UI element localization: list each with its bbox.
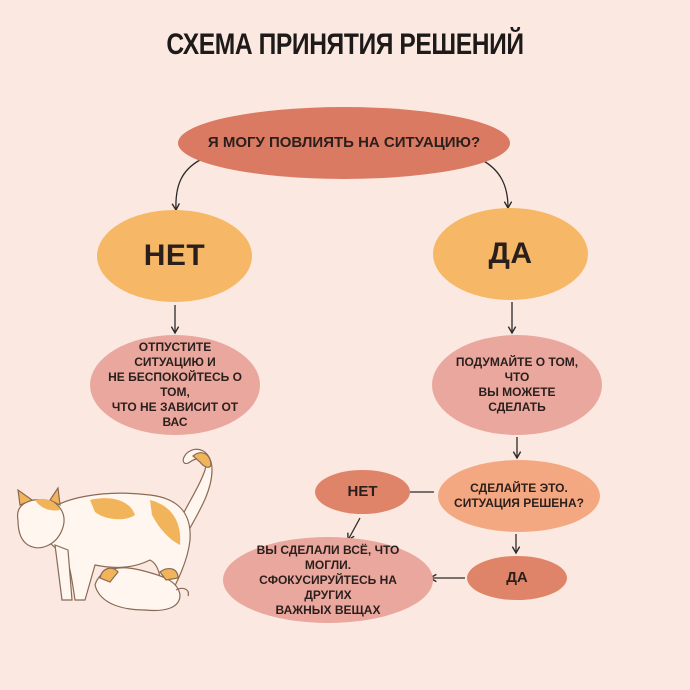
diagram-title: СХЕМА ПРИНЯТИЯ РЕШЕНИЙ [166,28,524,61]
small-no-node: НЕТ [315,470,410,514]
think-line-1: ПОДУМАЙТЕ О ТОМ, ЧТО [455,355,579,384]
question-node: Я МОГУ ПОВЛИЯТЬ НА СИТУАЦИЮ? [178,107,510,179]
let-go-line-1: ОТПУСТИТЕ СИТУАЦИЮ И [134,340,216,369]
final-line-2: СФОКУСИРУЙТЕСЬ НА ДРУГИХ [259,572,397,602]
final-line-1: ВЫ СДЕЛАЛИ ВСЁ, ЧТО МОГЛИ. [256,542,400,572]
small-yes-label: ДА [506,568,528,586]
resolved-question-node: СДЕЛАЙТЕ ЭТО. СИТУАЦИЯ РЕШЕНА? [438,460,600,532]
arrow-question-to-no [171,159,201,212]
answer-no-label: НЕТ [143,239,206,273]
arrow-no-to-final [347,517,361,542]
question-label: Я МОГУ ПОВЛИЯТЬ НА СИТУАЦИЮ? [207,133,481,151]
let-go-node: ОТПУСТИТЕ СИТУАЦИЮ И НЕ БЕСПОКОЙТЕСЬ О Т… [90,335,260,435]
small-no-label: НЕТ [347,482,378,500]
answer-yes-node: ДА [433,208,588,300]
think-node: ПОДУМАЙТЕ О ТОМ, ЧТО ВЫ МОЖЕТЕ СДЕЛАТЬ [432,335,602,435]
answer-no-node: НЕТ [97,210,252,302]
resolved-line-2: СИТУАЦИЯ РЕШЕНА? [454,496,584,510]
final-line-3: ВАЖНЫХ ВЕЩАХ [275,602,381,617]
small-yes-node: ДА [467,556,567,600]
cat-and-kitten-illustration [17,448,213,612]
final-node: ВЫ СДЕЛАЛИ ВСЁ, ЧТО МОГЛИ. СФОКУСИРУЙТЕС… [223,537,433,623]
answer-yes-label: ДА [488,237,533,271]
resolved-line-1: СДЕЛАЙТЕ ЭТО. [470,481,568,495]
arrow-question-to-yes [481,159,513,210]
let-go-line-3: ЧТО НЕ ЗАВИСИТ ОТ ВАС [111,400,239,429]
let-go-line-2: НЕ БЕСПОКОЙТЕСЬ О ТОМ, [108,370,242,399]
think-line-2: ВЫ МОЖЕТЕ СДЕЛАТЬ [478,385,556,414]
